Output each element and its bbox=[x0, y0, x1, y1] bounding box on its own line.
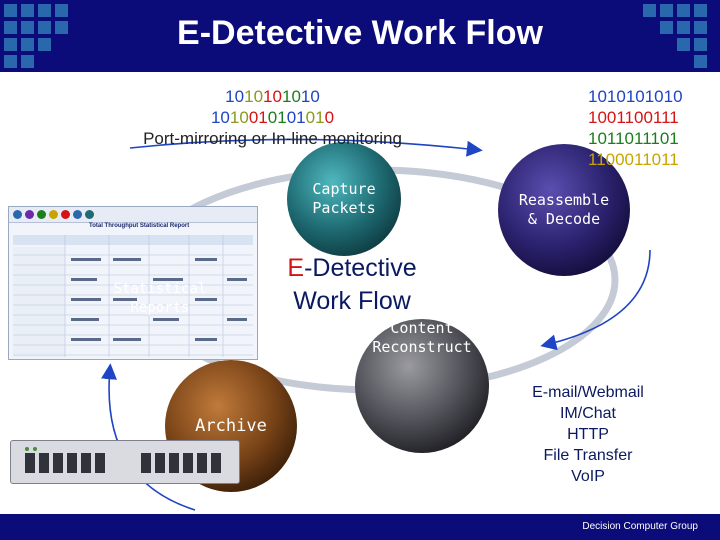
binary-digit: 0 bbox=[310, 87, 320, 106]
binary-right-line-4: 1100011011 bbox=[588, 150, 679, 169]
report-title: Total Throughput Statistical Report bbox=[89, 223, 190, 229]
binary-right-line-3: 1011011101 bbox=[588, 129, 679, 148]
binary-stream-right: 1010101010 1001100111 1011011101 1100011… bbox=[588, 86, 708, 170]
binary-digit: 0 bbox=[220, 108, 230, 127]
binary-digit: 0 bbox=[248, 108, 259, 127]
binary-digit: 0 bbox=[239, 108, 249, 127]
report-toolbar bbox=[9, 207, 257, 223]
binary-digit: 0 bbox=[305, 108, 316, 127]
title-bar: E-Detective Work Flow bbox=[0, 0, 720, 72]
binary-digit: 1 bbox=[244, 87, 254, 106]
binary-digit: 1 bbox=[225, 87, 235, 106]
footer-bar: Decision Computer Group bbox=[0, 514, 720, 540]
content-reconstruct-node: Content Reconstruct bbox=[372, 319, 472, 356]
protocol-http: HTTP bbox=[567, 426, 609, 443]
binary-digit: 1 bbox=[229, 108, 240, 127]
binary-digit: 1 bbox=[258, 108, 268, 127]
binary-digit: 1 bbox=[277, 108, 287, 127]
binary-digit: 1 bbox=[263, 87, 273, 106]
binary-right-line-1: 1010101010 bbox=[588, 87, 683, 106]
center-title: E-Detective Work Flow bbox=[262, 252, 442, 318]
arrow-reassemble-to-protocols bbox=[540, 249, 651, 351]
monitoring-caption: Port-mirroring or In-line monitoring bbox=[143, 129, 402, 148]
protocol-email: E-mail/Webmail bbox=[532, 384, 644, 401]
reassemble-decode-node: Reassemble & Decode bbox=[518, 191, 610, 228]
binary-digit: 0 bbox=[324, 108, 335, 127]
binary-left-line-2: 1010010101010 bbox=[130, 107, 415, 128]
protocol-file-transfer: File Transfer bbox=[543, 447, 633, 464]
binary-stream-left: 1010101010 1010010101010 Port-mirroring … bbox=[130, 86, 415, 149]
center-title-rest: -Detective bbox=[304, 254, 417, 282]
node-reassemble-circle bbox=[498, 144, 630, 276]
binary-left-line-1: 1010101010 bbox=[130, 86, 415, 107]
capture-packets-node: Capture Packets bbox=[312, 180, 376, 217]
arrow-capture-to-reassemble bbox=[129, 138, 483, 157]
statistical-reports-node: Statistical Reports bbox=[113, 281, 207, 316]
binary-digit: 0 bbox=[272, 87, 282, 106]
binary-right-line-2: 1001100111 bbox=[588, 108, 679, 127]
statistical-report-screenshot: Total Throughput Statistical Report bbox=[8, 206, 258, 360]
protocol-im: IM/Chat bbox=[559, 405, 616, 422]
center-title-line2: Work Flow bbox=[293, 287, 411, 315]
binary-digit: 1 bbox=[210, 108, 221, 127]
binary-digit: 1 bbox=[300, 87, 311, 106]
binary-digit: 0 bbox=[291, 87, 301, 106]
binary-digit: 1 bbox=[296, 108, 306, 127]
binary-digit: 0 bbox=[286, 108, 297, 127]
node-capture-circle bbox=[287, 142, 401, 256]
protocol-voip: VoIP bbox=[571, 468, 605, 485]
archive-node: Archive bbox=[195, 415, 267, 436]
binary-digit: 1 bbox=[315, 108, 325, 127]
binary-digit: 1 bbox=[281, 87, 292, 106]
protocol-list: E-mail/Webmail IM/Chat HTTP File Transfe… bbox=[508, 382, 668, 487]
node-content-circle bbox=[355, 319, 489, 453]
center-title-e: E bbox=[287, 254, 305, 282]
binary-digit: 0 bbox=[234, 87, 245, 106]
server-appliance-image bbox=[10, 440, 240, 484]
report-table-grid bbox=[13, 235, 253, 357]
binary-digit: 0 bbox=[267, 108, 278, 127]
binary-digit: 0 bbox=[253, 87, 264, 106]
page-title: E-Detective Work Flow bbox=[177, 14, 543, 52]
company-name: Decision Computer Group bbox=[582, 521, 698, 532]
